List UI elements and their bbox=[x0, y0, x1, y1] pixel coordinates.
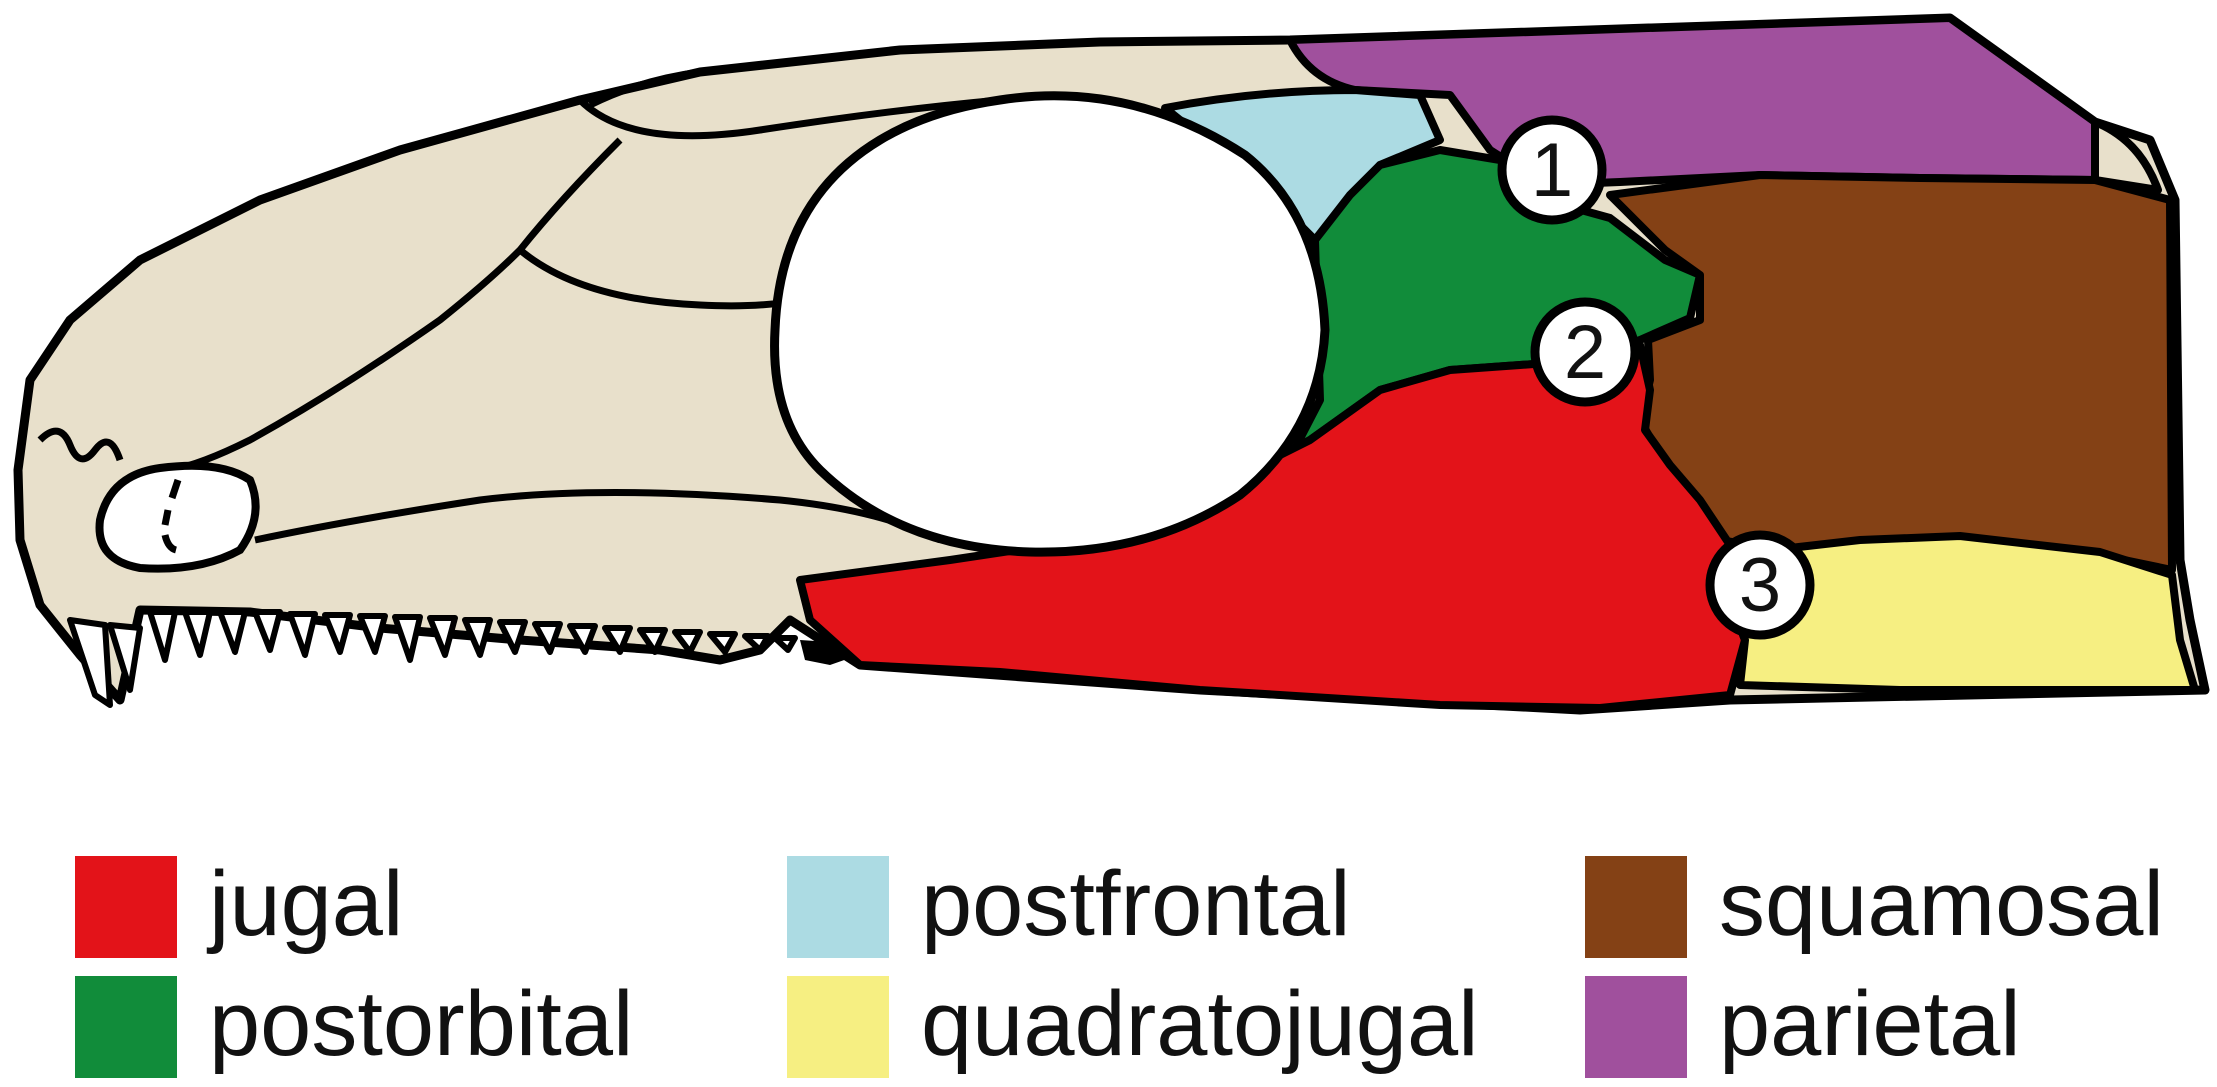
tooth bbox=[147, 609, 178, 663]
tooth bbox=[252, 609, 283, 653]
tooth bbox=[707, 631, 738, 655]
suture-line-1 bbox=[577, 96, 1001, 140]
tooth-row bbox=[67, 609, 798, 708]
legend-label-postfrontal: postfrontal bbox=[921, 853, 1351, 955]
tooth bbox=[742, 633, 771, 653]
suture-line-3 bbox=[517, 247, 801, 310]
tooth bbox=[602, 625, 633, 655]
fang bbox=[107, 622, 143, 693]
tooth bbox=[672, 629, 703, 655]
legend-label-postorbital: postorbital bbox=[209, 973, 634, 1075]
tooth bbox=[532, 621, 563, 655]
tooth bbox=[217, 609, 248, 655]
legend-label-squamosal: squamosal bbox=[1719, 853, 2164, 955]
marker-3-label: 3 bbox=[1739, 543, 1781, 628]
marker-2-label: 2 bbox=[1564, 310, 1606, 395]
naris-mark bbox=[161, 478, 182, 554]
supratemporal-cap bbox=[2091, 118, 2162, 194]
suture-line-2 bbox=[169, 137, 623, 474]
tooth bbox=[287, 611, 318, 658]
orbit bbox=[770, 91, 1330, 557]
marker-3: 3 bbox=[1705, 530, 1815, 640]
tooth bbox=[182, 609, 213, 658]
legend-label-parietal: parietal bbox=[1719, 973, 2021, 1075]
legend: jugal postorbital postfrontal quadratoju… bbox=[0, 840, 2217, 1087]
fang bbox=[67, 617, 113, 708]
tooth bbox=[357, 613, 388, 655]
naris bbox=[95, 461, 260, 573]
tooth bbox=[392, 614, 423, 663]
suture-line-4 bbox=[588, 68, 701, 109]
legend-swatch-quadratojugal bbox=[787, 976, 889, 1078]
marker-1: 1 bbox=[1497, 115, 1607, 225]
snout-edge bbox=[37, 427, 124, 463]
legend-swatch-squamosal bbox=[1585, 856, 1687, 958]
legend-swatch-postorbital bbox=[75, 976, 177, 1078]
tooth bbox=[567, 623, 598, 655]
tooth bbox=[427, 615, 458, 658]
legend-label-quadratojugal: quadratojugal bbox=[921, 973, 1479, 1075]
suture-line-5 bbox=[254, 489, 942, 544]
marker-2: 2 bbox=[1530, 297, 1640, 407]
tooth bbox=[772, 635, 798, 653]
quadratojugal-bone bbox=[1726, 532, 2199, 694]
legend-swatch-jugal bbox=[75, 856, 177, 958]
legend-swatch-postfrontal bbox=[787, 856, 889, 958]
tooth bbox=[497, 619, 528, 655]
jaw-end bbox=[800, 640, 850, 665]
tooth bbox=[637, 627, 668, 655]
legend-swatch-parietal bbox=[1585, 976, 1687, 1078]
tooth bbox=[322, 612, 353, 655]
legend-label-jugal: jugal bbox=[209, 853, 404, 955]
marker-1-label: 1 bbox=[1531, 128, 1573, 213]
tooth bbox=[462, 617, 493, 658]
